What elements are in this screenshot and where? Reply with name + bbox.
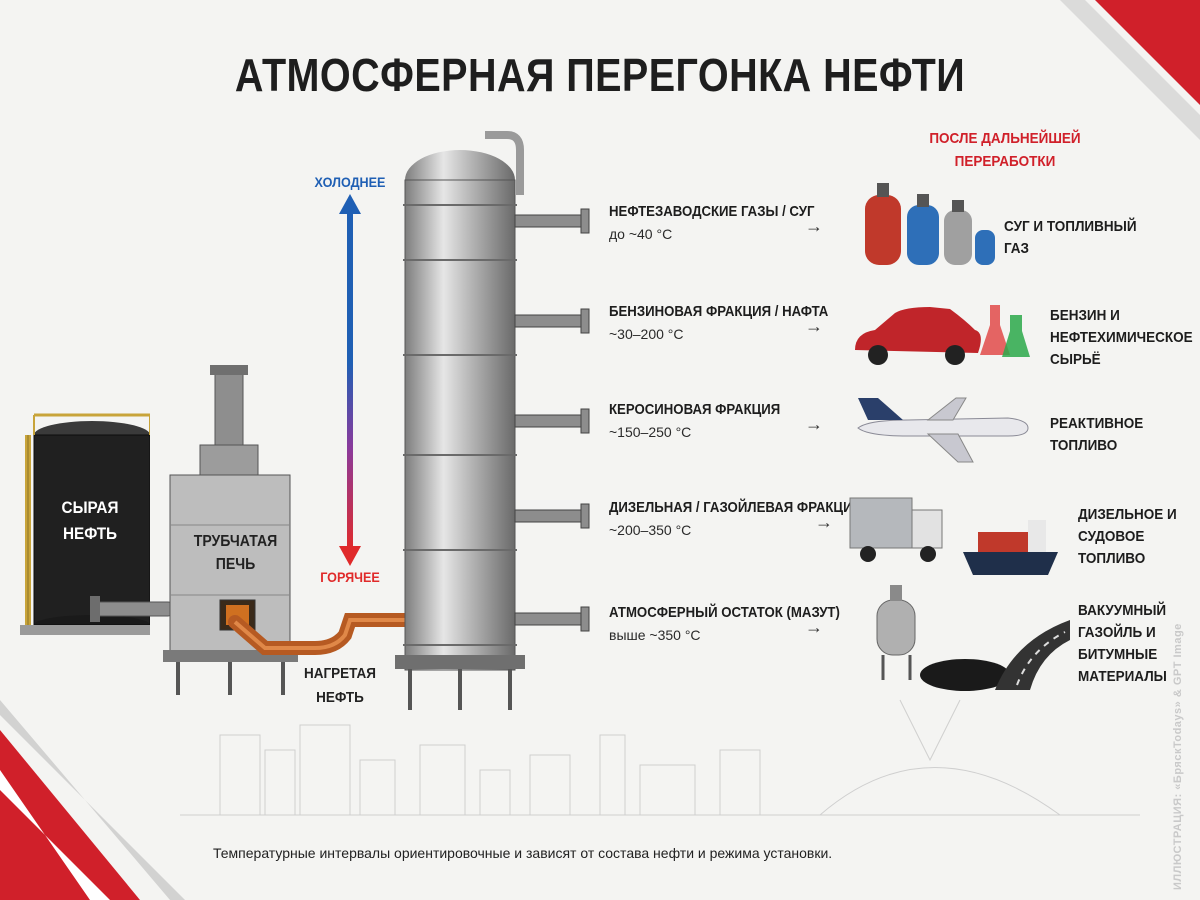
cold-label: ХОЛОДНЕЕ (314, 174, 386, 190)
distillation-column (395, 131, 590, 710)
footnote: Температурные интервалы ориентировочные … (213, 845, 833, 861)
fraction-name: ДИЗЕЛЬНАЯ / ГАЗОЙЛЕВАЯ ФРАКЦИЯ (609, 499, 863, 516)
truck-and-ship-icon (849, 497, 1058, 575)
fraction-name: КЕРОСИНОВАЯ ФРАКЦИЯ (609, 401, 781, 418)
fraction-temp: выше ~350 °С (609, 627, 701, 643)
product-label: ДИЗЕЛЬНОЕ И СУДОВОЕ ТОПЛИВО (1078, 506, 1177, 567)
corner-stripe-top-right (1095, 0, 1200, 105)
product-label: БЕНЗИН И НЕФТЕХИМИЧЕСКОЕ СЫРЬЁ (1050, 307, 1193, 368)
arrow-right-icon: → (805, 414, 823, 434)
temperature-gradient-arrow (339, 194, 361, 566)
fraction-temp: ~30–200 °С (609, 326, 684, 342)
fraction-row: БЕНЗИНОВАЯ ФРАКЦИЯ / НАФТА ~30–200 °С (609, 303, 858, 342)
fraction-row: КЕРОСИНОВАЯ ФРАКЦИЯ ~150–250 °С (609, 401, 804, 440)
heated-oil-pipe (228, 613, 435, 655)
car-and-flasks-icon (855, 305, 1030, 365)
image-credit: ИЛЛЮСТРАЦИЯ: «БряскTodays» & GPT Image (1172, 623, 1184, 890)
furnace-label: ТРУБЧАТАЯ ПЕЧЬ (193, 533, 278, 573)
fraction-name: АТМОСФЕРНЫЙ ОСТАТОК (МАЗУТ) (609, 604, 840, 621)
arrow-right-icon: → (815, 512, 833, 532)
hot-label: ГОРЯЧЕЕ (320, 569, 380, 585)
product-label: РЕАКТИВНОЕ ТОПЛИВО (1050, 415, 1144, 454)
after-processing-header: ПОСЛЕ ДАЛЬНЕЙШЕЙ ПЕРЕРАБОТКИ (929, 130, 1081, 170)
airplane-icon (857, 397, 1029, 463)
arrow-right-icon: → (805, 316, 823, 336)
page-title: АТМОСФЕРНАЯ ПЕРЕГОНКА НЕФТИ (234, 49, 966, 101)
heated-oil-label: НАГРЕТАЯ НЕФТЬ (304, 665, 377, 706)
crude-oil-label: СЫРАЯ НЕФТЬ (61, 498, 119, 543)
fraction-temp: ~150–250 °С (609, 424, 692, 440)
fraction-name: БЕНЗИНОВАЯ ФРАКЦИЯ / НАФТА (609, 303, 829, 320)
city-skyline (180, 699, 1140, 816)
fraction-row: НЕФТЕЗАВОДСКИЕ ГАЗЫ / СУГ до ~40 °С (609, 203, 842, 242)
asphalt-road-icon (876, 585, 1070, 691)
fraction-row: АТМОСФЕРНЫЙ ОСТАТОК (МАЗУТ) выше ~350 °С (609, 604, 871, 643)
arrow-right-icon: → (805, 617, 823, 637)
product-label: ВАКУУМНЫЙ ГАЗОЙЛЬ И БИТУМНЫЕ МАТЕРИАЛЫ (1078, 602, 1167, 685)
arrow-right-icon: → (805, 216, 823, 236)
fraction-row: ДИЗЕЛЬНАЯ / ГАЗОЙЛЕВАЯ ФРАКЦИЯ ~200–350 … (609, 499, 897, 538)
fraction-temp: до ~40 °С (609, 226, 673, 242)
corner-stripe-bottom-left (0, 730, 140, 900)
fraction-temp: ~200–350 °С (609, 522, 692, 538)
product-label: СУГ И ТОПЛИВНЫЙ ГАЗ (1004, 218, 1137, 257)
gas-cylinders-icon (865, 183, 995, 265)
crude-oil-tank (20, 413, 150, 635)
fraction-name: НЕФТЕЗАВОДСКИЕ ГАЗЫ / СУГ (609, 203, 815, 220)
